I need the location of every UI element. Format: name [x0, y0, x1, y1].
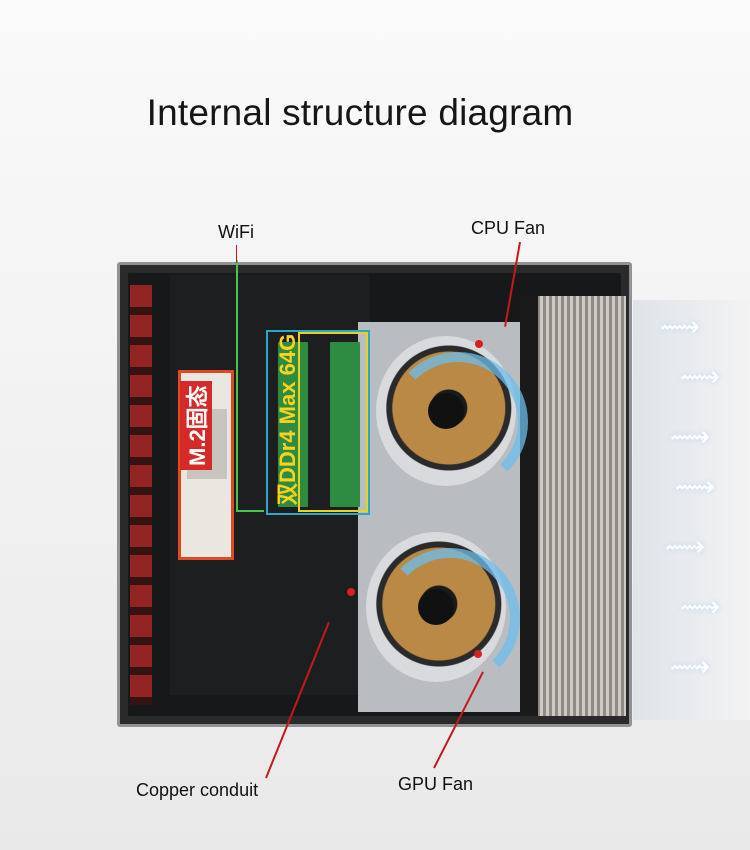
exhaust-arrow-icon: ⟿	[660, 310, 700, 343]
gpu-fan-airflow-arrow	[380, 548, 520, 688]
exhaust-arrow-icon: ⟿	[670, 420, 710, 453]
cpu-fan-marker-dot	[475, 340, 483, 348]
wifi-antenna-line	[236, 510, 264, 512]
copper-conduit-marker-dot	[347, 588, 355, 596]
rear-io-ports	[130, 285, 152, 705]
copper-conduit-label: Copper conduit	[136, 780, 258, 801]
ram-highlight-inner	[298, 332, 368, 512]
cpu-fan-label: CPU Fan	[471, 218, 545, 239]
gpu-fan-label: GPU Fan	[398, 774, 473, 795]
heatsink-fins	[534, 296, 626, 716]
wifi-antenna-line	[236, 260, 238, 512]
page-title: Internal structure diagram	[0, 92, 720, 134]
gpu-fan-marker-dot	[474, 650, 482, 658]
exhaust-arrow-icon: ⟿	[675, 470, 715, 503]
ssd-overlay-text: M.2固态	[180, 381, 212, 470]
exhaust-arrow-icon: ⟿	[670, 650, 710, 683]
wifi-leader-line	[236, 245, 237, 263]
ram-overlay-text: 双DDr4 Max 64G	[270, 334, 302, 505]
cpu-fan-airflow-arrow	[388, 352, 528, 492]
exhaust-arrow-icon: ⟿	[680, 360, 720, 393]
exhaust-arrow-icon: ⟿	[665, 530, 705, 563]
wifi-label: WiFi	[218, 222, 254, 243]
exhaust-arrow-icon: ⟿	[680, 590, 720, 623]
